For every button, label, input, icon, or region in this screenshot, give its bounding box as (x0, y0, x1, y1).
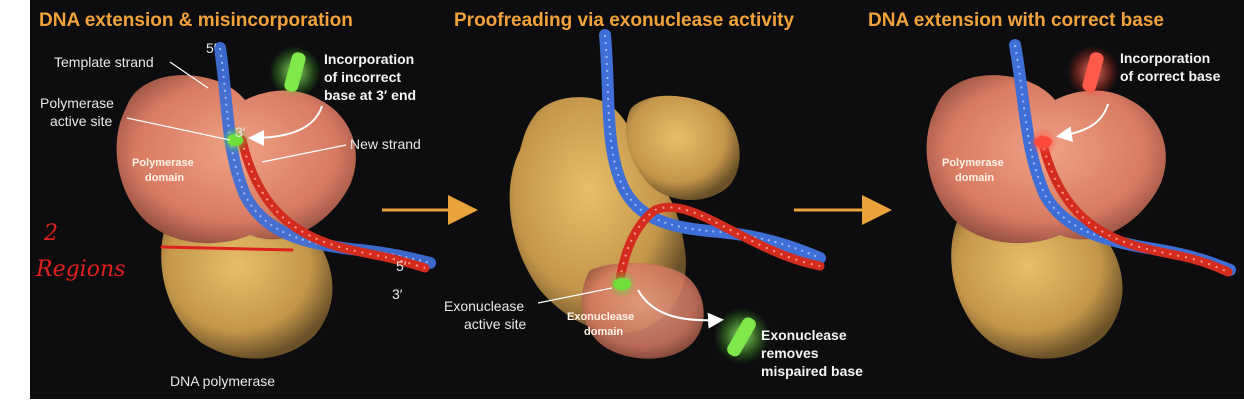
template-strand-leader (169, 61, 209, 89)
incorporation-label-2: of incorrect (324, 69, 401, 85)
five-prime-top-label: 5′ (206, 40, 217, 56)
exonuclease-domain-shape-2b (626, 95, 740, 200)
correct-base-cylinder (1082, 52, 1104, 92)
new-strand-helix-3 (1037, 135, 1233, 277)
polymerase-domain-label-1: Polymerase (132, 157, 194, 169)
active-site-leader (126, 117, 231, 141)
polymerase-active-site-label-2: active site (50, 113, 112, 129)
new-strand-label: New strand (350, 136, 421, 152)
exonuclease-domain-shape-3 (951, 204, 1123, 359)
polymerase-domain-label-3a: Polymerase (942, 157, 1004, 169)
exo-active-site-leader (537, 287, 613, 304)
exo-domain-label-1: Exonuclease (567, 311, 634, 323)
new-strand-helix (237, 135, 430, 273)
exo-active-site-base (613, 278, 631, 290)
annotation-line-2: Regions (35, 257, 125, 282)
new-strand-helix-2 (615, 202, 825, 285)
mispaired-base (227, 134, 243, 146)
removes-label-3: mispaired base (761, 363, 863, 379)
incorporation-label-3: base at 3′ end (324, 87, 416, 103)
dna-polymerase-label: DNA polymerase (170, 373, 275, 389)
polymerase-domain-label-2: domain (145, 172, 184, 184)
annotation-underline (160, 245, 294, 252)
handwritten-annotation: 2 Regions (35, 221, 294, 282)
panel-1-title: DNA extension & misincorporation (39, 10, 353, 31)
bottom-margin (0, 399, 1244, 406)
removed-base-cylinder (727, 317, 756, 357)
polymerase-active-site-label-1: Polymerase (40, 95, 114, 111)
figure-svg: DNA extension & misincorporation Templat… (35, 10, 1236, 389)
incorporation-arrow (248, 105, 323, 146)
exo-active-site-label-2: active site (464, 316, 526, 332)
panel-2: Proofreading via exonuclease activity Ex… (444, 10, 863, 379)
polymerase-domain-label-3b: domain (955, 172, 994, 184)
five-prime-right-label: 5′ (396, 258, 407, 274)
panel-3: DNA extension with correct base Incorpor… (868, 10, 1236, 359)
incorrect-base-cylinder (284, 52, 306, 92)
removes-label-1: Exonuclease (761, 327, 847, 343)
correct-incorporation-label-2: of correct base (1120, 68, 1221, 84)
incorporation-label-1: Incorporation (324, 51, 414, 67)
figure-canvas: DNA extension & misincorporation Templat… (30, 0, 1244, 399)
panel-2-title: Proofreading via exonuclease activity (454, 10, 794, 31)
template-strand-label: Template strand (54, 54, 154, 70)
annotation-line-1: 2 (43, 221, 58, 246)
removes-label-2: removes (761, 345, 819, 361)
new-strand-leader (261, 144, 347, 163)
three-prime-right-label: 3′ (392, 286, 403, 302)
correct-base-at-site (1034, 136, 1052, 148)
panel-3-title: DNA extension with correct base (868, 10, 1164, 31)
incorporation-arrow-3 (1056, 103, 1109, 143)
exo-active-site-label-1: Exonuclease (444, 298, 524, 314)
panel-1: DNA extension & misincorporation Templat… (39, 10, 436, 389)
three-prime-mid-label: 3′ (235, 124, 246, 140)
correct-incorporation-label-1: Incorporation (1120, 50, 1210, 66)
exo-domain-label-2: domain (584, 326, 623, 338)
removal-arrow (637, 289, 724, 329)
